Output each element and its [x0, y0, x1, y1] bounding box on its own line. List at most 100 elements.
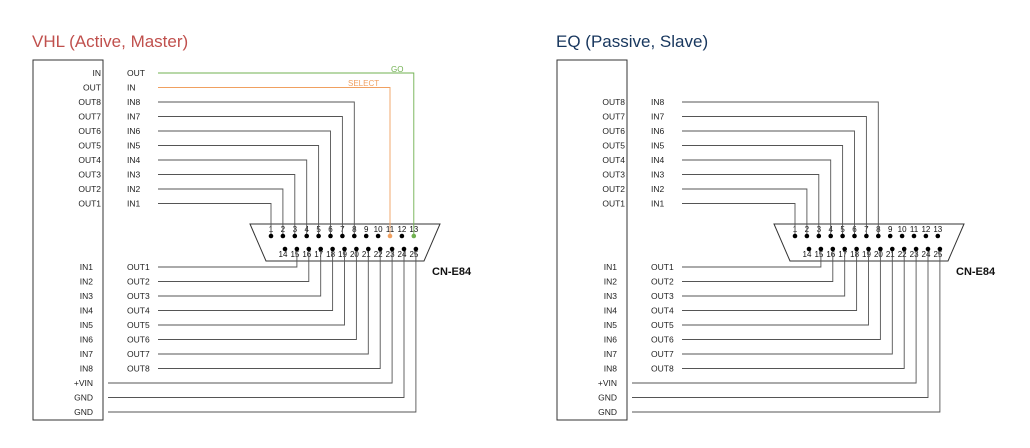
eq-wire-signal-bottom-4: OUT5 [651, 320, 674, 330]
vhl-wire-signal-bottom-7: OUT8 [127, 364, 150, 374]
vhl-wire-bottom-6 [158, 249, 369, 355]
vhl-wire-top-6 [158, 159, 308, 236]
eq-wire-top-6 [682, 188, 808, 236]
vhl-pin-9 [363, 233, 369, 239]
eq-pin-6 [852, 233, 857, 239]
vhl-wire-signal-bottom-6: OUT7 [127, 349, 150, 359]
eq-wire-signal-bottom-5: OUT6 [651, 335, 674, 345]
eq-box-signal-bottom-9: GND [598, 393, 617, 403]
vhl-connector-shell [249, 223, 441, 262]
eq-box-signal-bottom-8: +VIN [598, 378, 617, 388]
eq-wire-bottom-3 [682, 249, 858, 311]
vhl-wire-bottom-5 [158, 249, 357, 340]
eq-wire-bottom-7 [682, 249, 905, 369]
eq-wire-signal-bottom-2: OUT3 [651, 291, 674, 301]
vhl-wire-top-8 [158, 188, 284, 236]
eq-box-signal-top-0: OUT8 [602, 97, 625, 107]
vhl-pin-number-24: 24 [398, 250, 407, 259]
eq-wire-signal-top-5: IN3 [651, 170, 665, 180]
eq-box-signal-top-3: OUT5 [602, 141, 625, 151]
eq-wire-signal-top-1: IN7 [651, 112, 665, 122]
vhl-device-box [32, 59, 104, 421]
eq-pin-16 [830, 246, 836, 252]
eq-wire-signal-bottom-6: OUT7 [651, 349, 674, 359]
vhl-wire-top-9 [158, 203, 272, 236]
eq-pin-number-9: 9 [888, 225, 893, 234]
vhl-pin-number-19: 19 [338, 250, 347, 259]
vhl-pin-number-18: 18 [326, 250, 335, 259]
vhl-pin-12 [399, 233, 405, 239]
vhl-wire-bottom-10 [108, 249, 417, 413]
eq-wire-signal-bottom-1: OUT2 [651, 277, 674, 287]
eq-pin-number-25: 25 [933, 250, 942, 259]
vhl-wire-signal-top-4: IN6 [127, 126, 141, 136]
vhl-pin-16 [306, 246, 312, 252]
eq-wire-top-3 [682, 145, 844, 236]
eq-wire-bottom-0 [682, 249, 822, 268]
vhl-connector-label: CN-E84 [432, 266, 472, 278]
eq-pin-14 [806, 246, 812, 252]
vhl-wire-signal-bottom-4: OUT5 [127, 320, 150, 330]
vhl-pin-10 [375, 233, 381, 239]
eq-pin-17 [842, 246, 847, 252]
vhl-wire-bottom-2 [158, 249, 322, 297]
eq-pin-25 [937, 246, 943, 252]
eq-pin-number-22: 22 [898, 250, 907, 259]
select-wire-label: SELECT [348, 79, 379, 88]
eq-title: EQ (Passive, Slave) [556, 32, 708, 51]
vhl-pin-number-12: 12 [397, 225, 406, 234]
vhl-box-signal-top-3: OUT7 [78, 112, 101, 122]
vhl-pin-5 [316, 233, 321, 239]
vhl-box-signal-top-5: OUT5 [78, 141, 101, 151]
vhl-wire-signal-bottom-3: OUT4 [127, 306, 150, 316]
eq-connector-shell [773, 223, 965, 262]
vhl-box-signal-top-9: OUT1 [78, 199, 101, 209]
eq-wire-bottom-9 [632, 249, 929, 398]
vhl-box-signal-bottom-3: IN4 [80, 306, 94, 316]
vhl-pin-25 [413, 246, 419, 252]
eq-wire-bottom-6 [682, 249, 893, 355]
eq-wire-bottom-4 [682, 249, 869, 326]
vhl-wire-signal-bottom-1: OUT2 [127, 277, 150, 287]
eq-pin-number-19: 19 [862, 250, 871, 259]
eq-pin-7 [864, 233, 869, 239]
eq-pin-18 [854, 246, 859, 252]
eq-box-signal-bottom-10: GND [598, 407, 617, 417]
vhl-pin-number-23: 23 [386, 250, 395, 259]
eq-pin-1 [792, 233, 798, 239]
eq-wire-signal-bottom-0: OUT1 [651, 262, 674, 272]
eq-box-signal-bottom-6: IN7 [604, 349, 618, 359]
eq-pin-4 [828, 233, 833, 239]
vhl-box-signal-bottom-7: IN8 [80, 364, 94, 374]
vhl-pin-11 [387, 233, 393, 239]
vhl-pin-21 [366, 246, 371, 252]
eq-pin-number-24: 24 [922, 250, 931, 259]
vhl-box-signal-bottom-4: IN5 [80, 320, 94, 330]
vhl-pin-number-17: 17 [314, 250, 323, 259]
eq-pin-number-15: 15 [814, 250, 823, 259]
vhl-wire-top-7 [158, 174, 296, 236]
vhl-box-signal-top-4: OUT6 [78, 126, 101, 136]
vhl-wire-bottom-8 [108, 249, 393, 384]
eq-pin-8 [876, 233, 881, 239]
eq-box-signal-bottom-4: IN5 [604, 320, 618, 330]
vhl-pin-2 [280, 233, 286, 239]
vhl-wire-signal-bottom-5: OUT6 [127, 335, 150, 345]
eq-pin-2 [804, 233, 810, 239]
eq-box-signal-top-5: OUT3 [602, 170, 625, 180]
vhl-box-signal-bottom-0: IN1 [80, 262, 94, 272]
eq-box-signal-bottom-2: IN3 [604, 291, 618, 301]
vhl-pin-number-20: 20 [350, 250, 359, 259]
vhl-pin-number-15: 15 [290, 250, 299, 259]
vhl-pin-14 [282, 246, 288, 252]
eq-pin-number-18: 18 [850, 250, 859, 259]
vhl-pin-number-25: 25 [409, 250, 418, 259]
vhl-box-signal-bottom-8: +VIN [74, 378, 93, 388]
eq-wire-top-2 [682, 130, 855, 236]
vhl-pin-24 [401, 246, 407, 252]
eq-pin-number-10: 10 [898, 225, 907, 234]
eq-pin-24 [925, 246, 931, 252]
eq-pin-19 [866, 246, 871, 252]
vhl-wire-signal-bottom-2: OUT3 [127, 291, 150, 301]
